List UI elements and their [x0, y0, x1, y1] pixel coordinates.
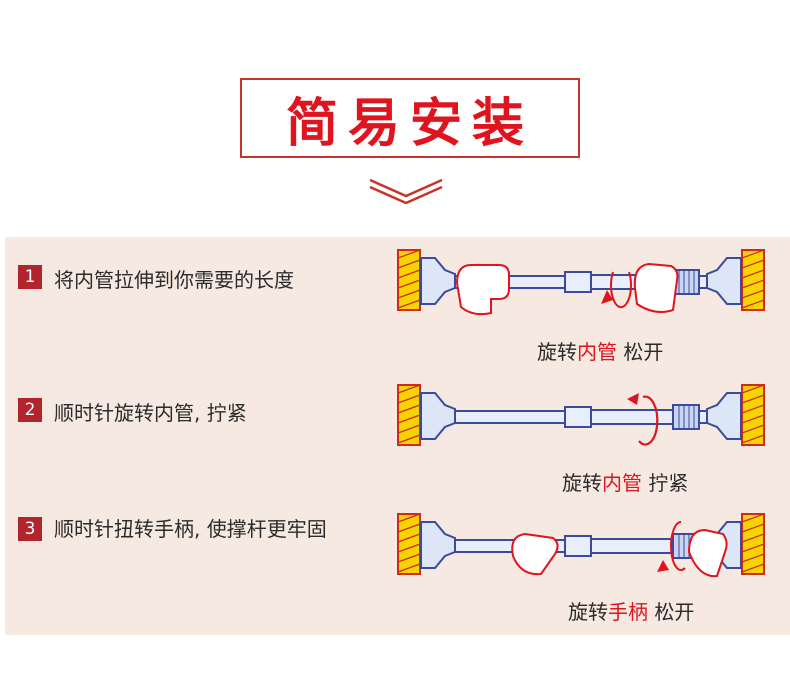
outer-tube [590, 538, 674, 554]
step-text: 顺时针旋转内管, 拧紧 [54, 401, 247, 425]
step-1: 1 将内管拉伸到你需要的长度 [18, 265, 294, 295]
tube-joint [564, 271, 592, 293]
caption-text: 松开 [617, 340, 664, 364]
caption-text: 拧紧 [642, 471, 689, 495]
step-number: 2 [18, 398, 42, 422]
step-2-caption: 旋转内管 拧紧 [562, 467, 688, 496]
step-1-caption: 旋转内管 松开 [537, 336, 663, 365]
left-end-cap [420, 257, 456, 305]
rod-illustration-1 [397, 249, 765, 316]
caption-highlight: 手柄 [608, 600, 648, 624]
left-end-cap [420, 392, 456, 440]
step-2: 2 顺时针旋转内管, 拧紧 [18, 398, 247, 428]
left-end-cap [420, 521, 456, 569]
rod-handle [672, 404, 700, 430]
tube-joint [564, 535, 592, 557]
step-text: 顺时针扭转手柄, 使撑杆更牢固 [54, 517, 327, 541]
step-number: 3 [18, 517, 42, 541]
caption-text: 旋转 [568, 600, 608, 624]
rod-illustration-3 [397, 513, 765, 578]
caption-text: 旋转 [562, 471, 602, 495]
right-end-cap [706, 392, 742, 440]
caption-highlight: 内管 [602, 471, 642, 495]
caption-text: 旋转 [537, 340, 577, 364]
page-title: 简易安装 [285, 93, 534, 154]
step-3: 3 顺时针扭转手柄, 使撑杆更牢固 [18, 517, 327, 544]
caption-text: 松开 [648, 600, 695, 624]
right-end-cap [706, 257, 742, 305]
tube-joint [564, 406, 592, 428]
inner-tube [454, 410, 566, 424]
step-3-caption: 旋转手柄 松开 [568, 596, 694, 625]
rod-illustration-2 [397, 384, 765, 446]
step-text: 将内管拉伸到你需要的长度 [54, 268, 294, 292]
title-box: 简易安装 [240, 78, 580, 158]
caption-highlight: 内管 [577, 340, 617, 364]
chevron-down-icon [369, 178, 443, 204]
outer-tube [590, 409, 674, 425]
step-number: 1 [18, 265, 42, 289]
